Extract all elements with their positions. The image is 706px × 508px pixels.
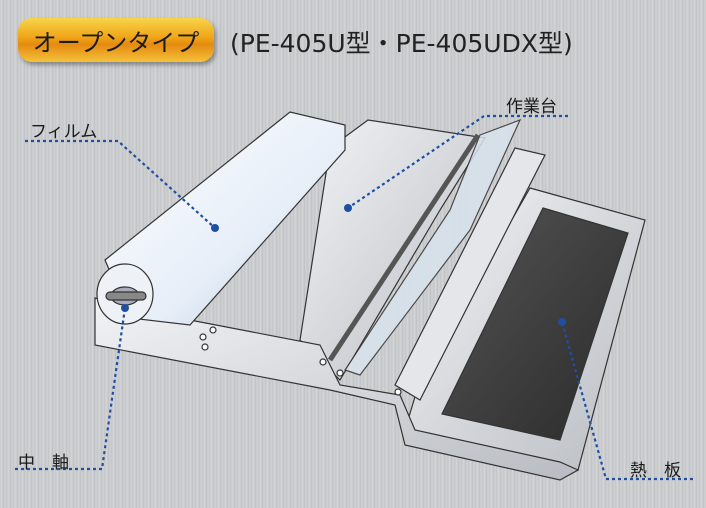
label-film: フィルム bbox=[30, 122, 98, 142]
worktable-dot bbox=[344, 204, 352, 212]
label-heat-plate: 熱 板 bbox=[630, 461, 681, 481]
open-type-badge: オープンタイプ bbox=[18, 18, 214, 62]
label-worktable: 作業台 bbox=[506, 97, 557, 117]
core-shaft bbox=[105, 291, 147, 301]
core-shaft-dot bbox=[121, 304, 129, 312]
film-dot bbox=[211, 224, 219, 232]
front-panel bbox=[94, 297, 580, 481]
cutter-bar bbox=[394, 147, 546, 401]
core-shaft-leader bbox=[15, 307, 127, 471]
heat-plate-dot bbox=[558, 318, 566, 326]
leader-lines bbox=[15, 114, 693, 481]
model-subtitle: (PE-405U型・PE-405UDX型) bbox=[230, 29, 573, 58]
worktable-leader bbox=[347, 114, 568, 209]
work-table bbox=[299, 119, 486, 381]
film-leader bbox=[25, 139, 216, 229]
heat-plate-leader bbox=[560, 321, 693, 481]
heat-plate bbox=[441, 207, 629, 441]
label-core-shaft: 中 軸 bbox=[18, 453, 69, 473]
